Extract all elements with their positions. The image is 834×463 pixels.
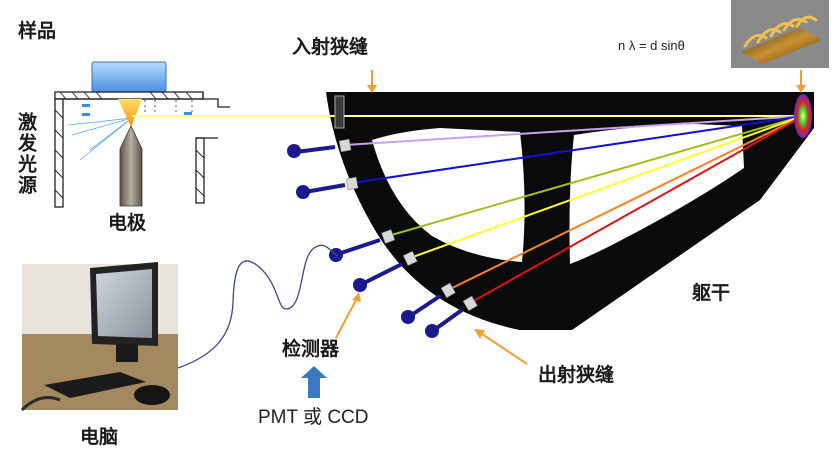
computer-label: 电脑 bbox=[80, 426, 119, 448]
body-window-right bbox=[569, 124, 744, 264]
detector-1 bbox=[287, 144, 336, 158]
excitation-source-label: 激发光源 bbox=[15, 112, 37, 196]
detector-type-arrow bbox=[301, 366, 327, 398]
spark bbox=[118, 99, 142, 127]
entrance-slit-marker bbox=[334, 95, 345, 129]
data-cable bbox=[177, 244, 339, 369]
excitation-housing bbox=[54, 61, 230, 208]
exit-slit-label: 出射狭缝 bbox=[538, 364, 615, 386]
diffraction-grating bbox=[794, 94, 812, 138]
detector-4 bbox=[353, 262, 403, 292]
detectors bbox=[287, 144, 464, 338]
electrode-label: 电极 bbox=[108, 212, 147, 234]
grating-equation: n λ = d sinθ bbox=[618, 38, 685, 53]
sample-block bbox=[91, 61, 167, 93]
sample-label: 样品 bbox=[18, 20, 57, 42]
body-window-left bbox=[372, 128, 525, 262]
electrode-rod bbox=[119, 125, 143, 207]
spectral-lines bbox=[344, 115, 804, 304]
computer-image bbox=[20, 262, 178, 412]
detector-types-label: PMT 或 CCD bbox=[258, 407, 369, 428]
slits bbox=[334, 95, 478, 312]
spectrometer-body bbox=[326, 92, 814, 330]
detector-6 bbox=[425, 308, 464, 338]
detector-5 bbox=[401, 294, 442, 324]
detector-2 bbox=[296, 183, 346, 199]
pointer-arrows bbox=[335, 70, 806, 365]
entrance-slit-label: 入射狭缝 bbox=[292, 36, 369, 58]
grating-surface-image bbox=[731, 0, 829, 68]
detector-label: 检测器 bbox=[282, 338, 340, 360]
detector-3 bbox=[329, 238, 381, 262]
body-label: 躯干 bbox=[692, 282, 731, 304]
